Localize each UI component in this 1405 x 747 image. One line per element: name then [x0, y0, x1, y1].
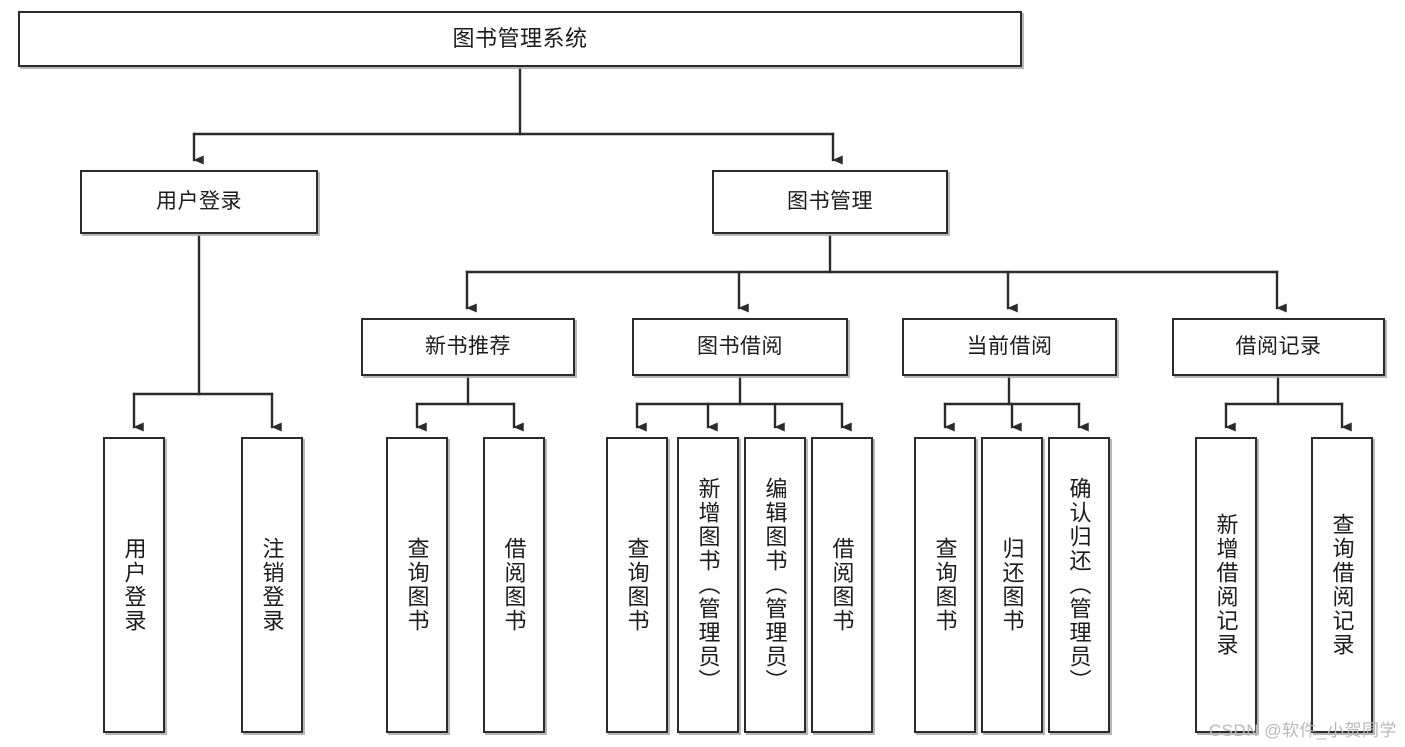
- node-label: 新增借阅记录: [1213, 513, 1239, 657]
- node-label: 图书借阅: [697, 335, 783, 359]
- node-label: 查询图书: [624, 537, 650, 633]
- leaf-current-borrow-confirm-return-admin[interactable]: 确认归还（管理员）: [1048, 437, 1110, 733]
- node-label: 借阅图书: [501, 537, 527, 633]
- leaf-user-login-login[interactable]: 用户登录: [103, 437, 165, 733]
- leaf-book-borrow-edit-book-admin[interactable]: 编辑图书（管理员）: [744, 437, 806, 733]
- node-label: 借阅图书: [829, 537, 855, 633]
- leaf-new-book-query-books[interactable]: 查询图书: [386, 437, 448, 733]
- node-label: 当前借阅: [966, 335, 1053, 359]
- node-label: 编辑图书（管理员）: [762, 477, 788, 693]
- node-book-management[interactable]: 图书管理: [712, 170, 948, 234]
- node-user-login[interactable]: 用户登录: [80, 170, 318, 234]
- leaf-book-borrow-borrow-books[interactable]: 借阅图书: [811, 437, 873, 733]
- csdn-watermark: CSDN @软件_小贺同学: [1208, 721, 1397, 740]
- node-label: 新增图书（管理员）: [695, 477, 721, 693]
- node-root-book-management-system[interactable]: 图书管理系统: [18, 11, 1022, 67]
- leaf-user-login-logout[interactable]: 注销登录: [241, 437, 303, 733]
- node-borrow-record[interactable]: 借阅记录: [1172, 318, 1385, 376]
- node-label: 归还图书: [999, 537, 1025, 633]
- node-label: 用户登录: [156, 190, 242, 214]
- node-label: 新书推荐: [425, 335, 511, 359]
- node-label: 查询图书: [404, 537, 430, 633]
- node-label: 注销登录: [259, 537, 285, 633]
- node-label: 查询借阅记录: [1329, 513, 1355, 657]
- leaf-new-book-borrow-books[interactable]: 借阅图书: [483, 437, 545, 733]
- node-label: 用户登录: [121, 537, 147, 633]
- node-label: 图书管理: [787, 190, 873, 214]
- node-label: 图书管理系统: [452, 25, 588, 51]
- leaf-borrow-record-query-record[interactable]: 查询借阅记录: [1311, 437, 1373, 733]
- leaf-current-borrow-return-books[interactable]: 归还图书: [981, 437, 1043, 733]
- node-label: 查询图书: [932, 537, 958, 633]
- node-book-borrow[interactable]: 图书借阅: [632, 318, 848, 376]
- leaf-borrow-record-add-record[interactable]: 新增借阅记录: [1195, 437, 1257, 733]
- leaf-book-borrow-add-book-admin[interactable]: 新增图书（管理员）: [677, 437, 739, 733]
- leaf-current-borrow-query-books[interactable]: 查询图书: [914, 437, 976, 733]
- node-label: 确认归还（管理员）: [1066, 477, 1092, 693]
- node-label: 借阅记录: [1235, 335, 1322, 359]
- node-new-book-recommend[interactable]: 新书推荐: [361, 318, 575, 376]
- node-current-borrow[interactable]: 当前借阅: [902, 318, 1117, 376]
- leaf-book-borrow-query-books[interactable]: 查询图书: [606, 437, 668, 733]
